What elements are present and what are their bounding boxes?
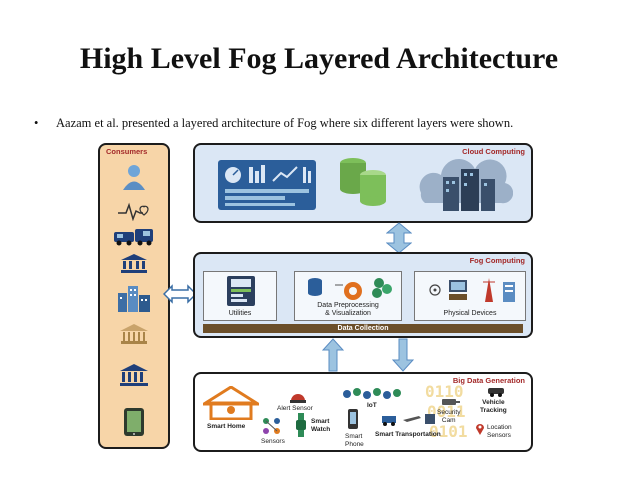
- museum-icon: [119, 363, 149, 387]
- smart-phone-line2: Phone: [345, 440, 364, 448]
- data-collection-bar: Data Collection: [203, 324, 523, 333]
- utilities-label: Utilities: [228, 310, 252, 317]
- security-cam-line2: Cam: [441, 416, 456, 424]
- sensors-label: Sensors: [261, 438, 285, 445]
- city-icon: [116, 283, 152, 313]
- location-sensors-line1: Location: [487, 424, 512, 431]
- consumers-title: Consumers: [106, 147, 148, 156]
- smart-home-label: Smart Home: [207, 423, 246, 430]
- big-data-generation-panel: Big Data Generation 0110 0011 0101 Smart…: [193, 372, 533, 452]
- smart-transportation-label: Smart Transportation: [375, 431, 441, 438]
- iot-cloud-icon: [341, 386, 405, 402]
- cloud-fog-arrow: [386, 222, 412, 254]
- vehicle-tracking-label: Vehicle Tracking: [480, 399, 507, 414]
- data-preprocessing-label: Data Preprocessing & Visualization: [295, 302, 401, 318]
- location-sensors-label: Location Sensors: [487, 424, 512, 439]
- bigdata-title: Big Data Generation: [452, 376, 525, 385]
- security-cam-icon: [441, 398, 461, 408]
- binary-digits-1: 0110: [425, 382, 464, 401]
- consumers-panel: Consumers: [98, 143, 170, 449]
- physical-devices-icons: [427, 274, 519, 306]
- iot-label: IoT: [367, 402, 377, 409]
- meter-icon: [226, 275, 256, 307]
- data-preprocessing-box: Data Preprocessing & Visualization: [294, 271, 402, 321]
- bullet-text: Aazam et al. presented a layered archite…: [56, 116, 514, 130]
- security-cam-label: Security Cam: [437, 409, 460, 424]
- location-pin-icon: [475, 422, 485, 436]
- dashboard-icon: [217, 159, 317, 211]
- vehicles-icon: [113, 225, 155, 247]
- alert-sensor-label: Alert Sensor: [277, 405, 313, 412]
- transportation-icons: [381, 412, 437, 426]
- binary-digits-2: 0011: [427, 402, 466, 421]
- smart-phone-icon: [347, 408, 359, 430]
- government-building-icon: [119, 323, 149, 345]
- cloud-computing-panel: Cloud Computing: [193, 143, 533, 223]
- datacenter-icon: [413, 155, 513, 217]
- smart-home-icon: [203, 386, 259, 420]
- vehicle-tracking-line2: Tracking: [480, 406, 507, 414]
- consumers-fog-arrow: [163, 284, 197, 304]
- bigdata-fog-up-arrow: [322, 338, 344, 372]
- fog-computing-panel: Fog Computing Utilities Data Preprocessi…: [193, 252, 533, 338]
- bullet-item: • Aazam et al. presented a layered archit…: [34, 116, 513, 131]
- fog-bigdata-down-arrow: [392, 338, 414, 372]
- smart-watch-line1: Smart: [311, 418, 330, 425]
- alert-sensor-icon: [289, 387, 307, 403]
- bank-icon: [120, 253, 148, 273]
- tablet-icon: [123, 407, 145, 437]
- smart-phone-line1: Smart: [345, 433, 363, 440]
- physical-devices-box: Physical Devices: [414, 271, 526, 321]
- security-cam-line1: Security: [437, 409, 461, 416]
- vehicle-tracking-icon: [487, 385, 505, 397]
- database-icon: [337, 155, 389, 207]
- preprocessing-line1: Data Preprocessing: [317, 302, 379, 309]
- sensors-icon: [261, 416, 283, 436]
- binary-digits-3: 0101: [429, 422, 468, 441]
- preprocessing-icons: [305, 275, 395, 305]
- smart-watch-line2: Watch: [311, 425, 331, 433]
- slide-title: High Level Fog Layered Architecture: [79, 42, 559, 75]
- smart-watch-icon: [295, 412, 307, 438]
- location-sensors-line2: Sensors: [487, 431, 511, 439]
- bullet-glyph: •: [34, 116, 39, 130]
- vehicle-tracking-line1: Vehicle: [482, 399, 505, 406]
- cloud-title: Cloud Computing: [462, 147, 525, 156]
- smart-watch-label: Smart Watch: [311, 418, 330, 433]
- smart-phone-label: Smart Phone: [345, 433, 364, 448]
- preprocessing-line2: & Visualization: [325, 310, 371, 317]
- utilities-box: Utilities: [203, 271, 277, 321]
- fog-title: Fog Computing: [469, 256, 525, 265]
- person-icon: [121, 163, 147, 191]
- heartbeat-icon: [117, 201, 151, 221]
- physical-devices-label: Physical Devices: [443, 310, 497, 317]
